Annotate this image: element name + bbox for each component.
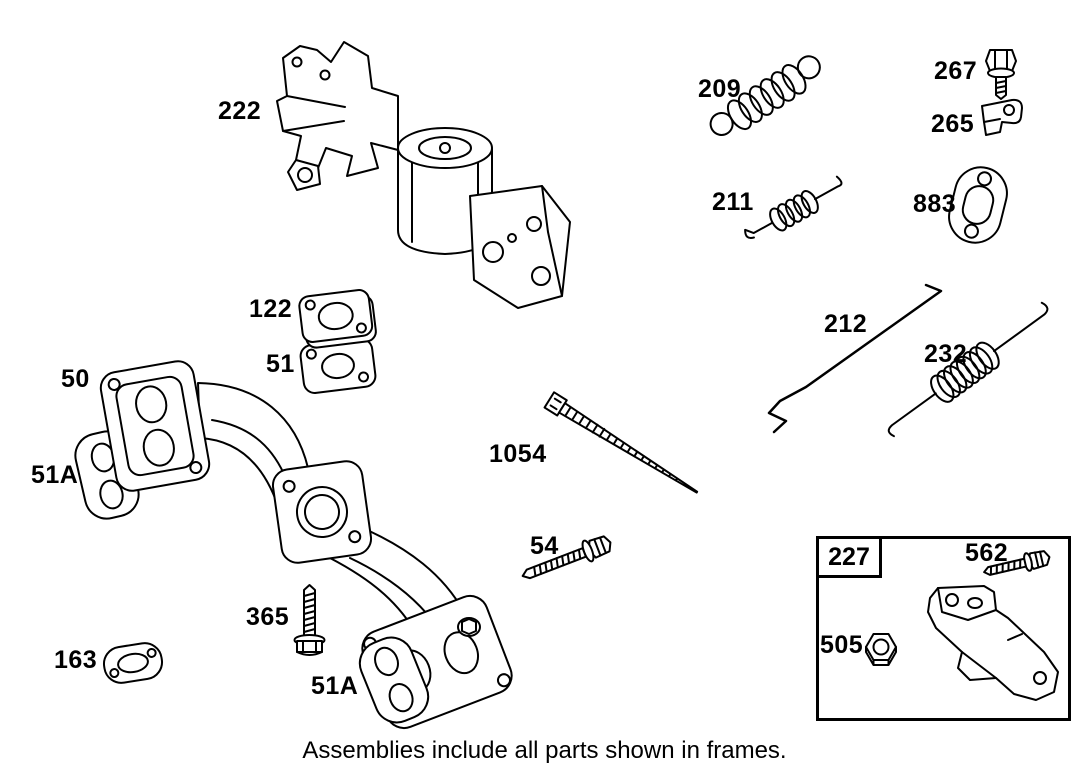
part-label-51: 51 [266,350,295,378]
hole [291,56,303,68]
part-label-51a-upper: 51A [31,461,79,489]
hole [507,233,517,243]
part-label-1054: 1054 [489,440,547,468]
part-1054-cable-tie-drawing [543,391,699,494]
part-label-265: 265 [931,110,975,138]
bolt-hole [304,299,316,311]
hole [945,593,959,607]
port-hole [117,652,149,674]
part-label-54: 54 [530,532,559,560]
hole [319,69,331,81]
part-label-505: 505 [820,631,864,659]
part-211-spring-drawing [744,175,843,239]
bolt-hole [282,479,296,493]
port-hole [388,682,414,713]
part-122-spacer-drawing [298,289,377,349]
part-label-163: 163 [54,646,98,674]
part-54-screw-drawing [521,535,612,580]
part-51a-lower-gasket-drawing [358,636,430,724]
part-label-222: 222 [218,97,262,125]
hole [1033,671,1047,685]
part-50-intake-manifold-drawing [99,360,513,730]
part-562-screw-drawing [983,550,1051,576]
bolt-hole [496,673,511,688]
hole [531,266,551,286]
port-hole [135,385,168,424]
part-label-562: 562 [965,539,1009,567]
port-hole [321,352,355,380]
slot [967,597,983,609]
bolt-hole [109,668,120,679]
part-163-gasket-drawing [102,642,164,684]
part-label-227: 227 [816,536,882,578]
port-hole [443,631,479,675]
port-hole [374,646,399,677]
bolt-hole [348,530,362,544]
part-label-212: 212 [824,310,868,338]
hole [963,223,979,239]
part-label-883: 883 [913,190,957,218]
part-265-clamp-drawing [981,98,1023,136]
bolt-hole [146,647,157,658]
hole [482,241,504,263]
cylinder-top [397,127,493,169]
part-505-nut-drawing [865,633,897,666]
part-227-bracket-drawing [927,585,1059,701]
hole [297,167,313,183]
part-883-gasket-drawing [948,166,1008,244]
hole [526,216,542,232]
bolt-hole [305,348,317,360]
part-label-50: 50 [61,365,90,393]
assembly-frame-227 [816,536,1071,721]
frame-note-caption: Assemblies include all parts shown in fr… [302,737,787,764]
port-hole [99,479,124,510]
bolt-hole [358,371,370,383]
port-hole [317,301,354,331]
bolt-hole [107,377,121,391]
bolt-hole [355,322,367,334]
part-267-screw-drawing [985,49,1017,100]
part-232-spring-drawing [887,301,1049,438]
port-hole [142,428,175,467]
part-label-365: 365 [246,603,290,631]
part-label-232: 232 [924,340,968,368]
part-212-link-rod-drawing [767,283,943,434]
part-222-bracket-assembly-drawing [276,41,571,309]
part-label-122: 122 [249,295,293,323]
bolt-hole [189,461,203,475]
part-365-screw-drawing [293,584,326,656]
part-label-211: 211 [712,188,754,216]
hole [872,638,890,656]
part-label-209: 209 [698,75,742,103]
part-label-51a-lower: 51A [311,672,359,700]
part-label-267: 267 [934,57,978,85]
hole [1003,104,1015,116]
part-209-spring-drawing [709,55,821,136]
hole [977,171,993,187]
carburetor-bore [296,486,348,538]
